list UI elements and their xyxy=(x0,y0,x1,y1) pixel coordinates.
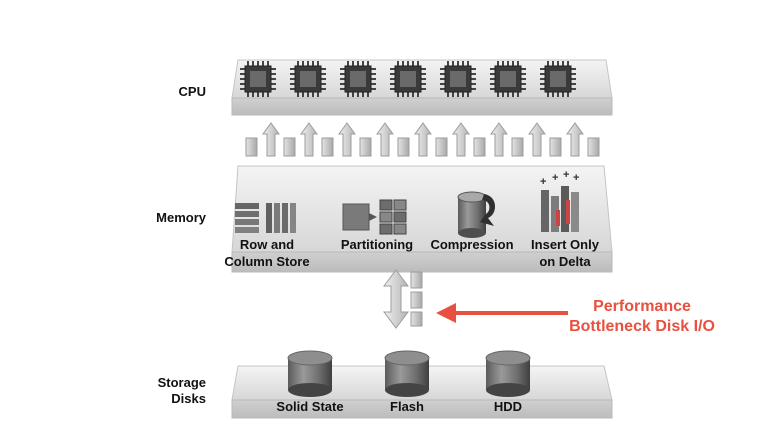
compression-icon xyxy=(457,191,496,238)
data-block-icon xyxy=(549,137,562,157)
storage-layer-label: Storage Disks xyxy=(130,375,206,407)
svg-text:+: + xyxy=(552,172,558,184)
insert-only-line1: Insert Only xyxy=(531,237,599,252)
flash-disk-icon xyxy=(384,350,430,397)
insert-only-line2: on Delta xyxy=(539,254,591,269)
data-block-icon xyxy=(245,137,258,157)
io-data-blocks xyxy=(410,271,423,327)
data-block-icon xyxy=(511,137,524,157)
compression-label: Compression xyxy=(420,236,524,253)
svg-text:+: + xyxy=(563,169,569,181)
memory-storage-bidirectional-arrow xyxy=(383,269,409,329)
cpu-memory-arrows xyxy=(245,122,600,157)
storage-label-line2: Disks xyxy=(171,391,206,406)
row-column-store-line1: Row and xyxy=(239,237,295,252)
data-block-icon xyxy=(587,137,600,157)
data-block-icon xyxy=(283,137,296,157)
cpu-chip-icon xyxy=(440,61,476,97)
up-arrow-icon xyxy=(376,122,394,157)
data-block-icon xyxy=(397,137,410,157)
row-column-store-label: Row and Column Store xyxy=(212,236,322,270)
up-arrow-icon xyxy=(566,122,584,157)
partitioning-icon xyxy=(342,199,407,235)
cpu-chip-icon xyxy=(490,61,526,97)
svg-text:+: + xyxy=(540,176,546,188)
bottleneck-arrow xyxy=(436,303,568,323)
cpu-chip-icon xyxy=(240,61,276,97)
row-column-store-line2: Column Store xyxy=(224,254,310,269)
partitioning-label: Partitioning xyxy=(327,236,427,253)
up-arrow-icon xyxy=(300,122,318,157)
storage-label-line1: Storage xyxy=(157,375,206,390)
hdd-label: HDD xyxy=(493,399,523,414)
cpu-layer-label: CPU xyxy=(178,84,206,99)
up-arrow-icon xyxy=(414,122,432,157)
insert-only-icon: + + + + xyxy=(540,169,579,232)
solid-state-label: Solid State xyxy=(276,399,344,414)
bottleneck-callout: Performance Bottleneck Disk I/O xyxy=(552,297,732,337)
data-block-icon xyxy=(359,137,372,157)
data-block-icon xyxy=(473,137,486,157)
data-block-icon xyxy=(435,137,448,157)
up-arrow-icon xyxy=(528,122,546,157)
memory-slab xyxy=(231,165,613,273)
callout-line2: Bottleneck Disk I/O xyxy=(569,318,715,335)
partitioning-line1: Partitioning xyxy=(340,237,414,252)
callout-line1: Performance xyxy=(593,298,691,315)
up-arrow-icon xyxy=(490,122,508,157)
cpu-chip-icon xyxy=(540,61,576,97)
insert-only-label: Insert Only on Delta xyxy=(516,236,614,270)
cpu-chip-row xyxy=(240,61,576,97)
memory-layer-label: Memory xyxy=(156,210,206,225)
row-column-store-icon xyxy=(235,203,296,233)
data-block-icon xyxy=(321,137,334,157)
up-arrow-icon xyxy=(452,122,470,157)
cpu-chip-icon xyxy=(340,61,376,97)
svg-text:+: + xyxy=(573,172,579,184)
cpu-chip-icon xyxy=(390,61,426,97)
compression-line1: Compression xyxy=(430,237,514,252)
cpu-chip-icon xyxy=(290,61,326,97)
solid-state-disk-icon xyxy=(287,350,333,397)
up-arrow-icon xyxy=(262,122,280,157)
flash-label: Flash xyxy=(390,399,424,414)
hdd-disk-icon xyxy=(485,350,531,397)
up-arrow-icon xyxy=(338,122,356,157)
